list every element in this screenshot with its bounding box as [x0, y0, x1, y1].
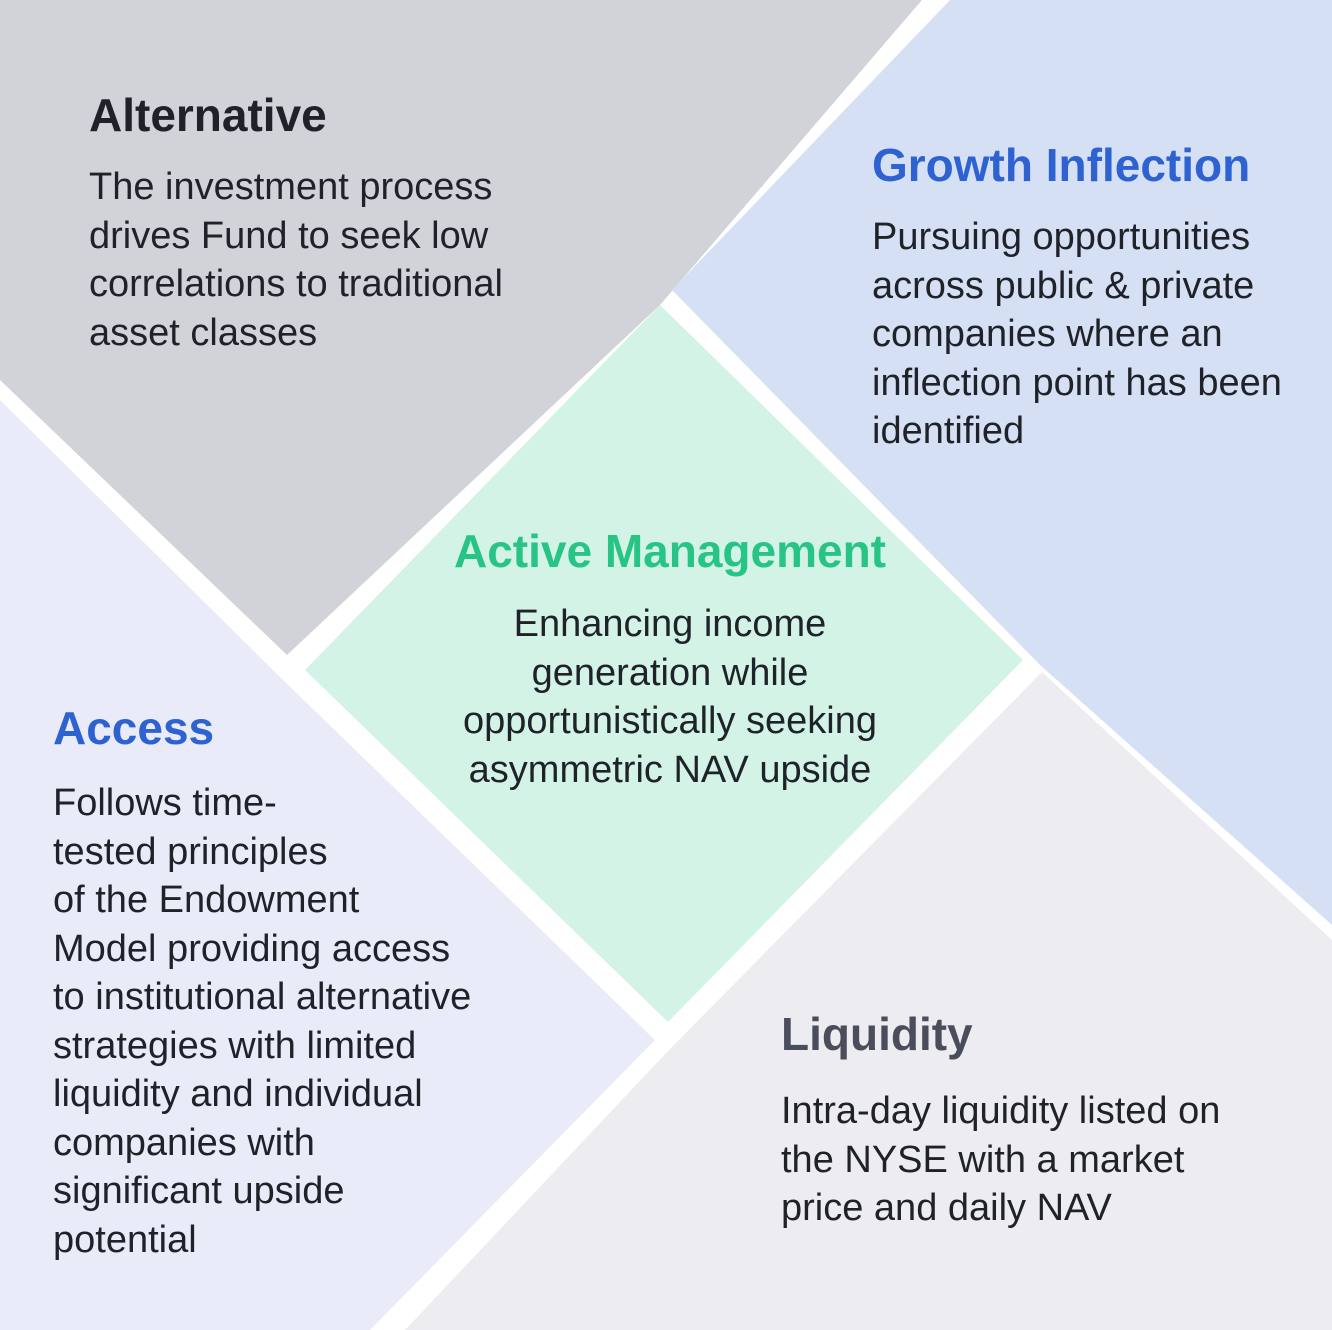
growth-inflection-description: Pursuing opportunities across public & p… [872, 216, 1282, 452]
growth-inflection-region [672, 0, 1332, 925]
alternative-region [0, 0, 922, 655]
alternative-block: Alternative The investment process drive… [89, 88, 559, 357]
active-management-title: Active Management [453, 525, 886, 577]
liquidity-description: Intra-day liquidity listed on the NYSE w… [781, 1090, 1221, 1229]
access-region [0, 400, 655, 1330]
access-block: Access Follows time- tested principles o… [53, 701, 523, 1264]
active-management-description: Enhancing income generation while opport… [462, 603, 877, 791]
alternative-description: The investment process drives Fund to se… [89, 166, 503, 354]
liquidity-title: Liquidity [781, 1008, 973, 1060]
active-management-diamond [305, 305, 1023, 1022]
liquidity-region [405, 672, 1332, 1330]
growth-inflection-block: Growth Inflection Pursuing opportunities… [872, 138, 1327, 456]
active-management-block: Active Management Enhancing income gener… [430, 524, 910, 794]
liquidity-block: Liquidity Intra-day liquidity listed on … [781, 1007, 1301, 1233]
access-description: Follows time- tested principles of the E… [53, 782, 472, 1261]
growth-inflection-title: Growth Inflection [872, 139, 1251, 191]
alternative-title: Alternative [89, 89, 327, 141]
access-title: Access [53, 702, 215, 754]
